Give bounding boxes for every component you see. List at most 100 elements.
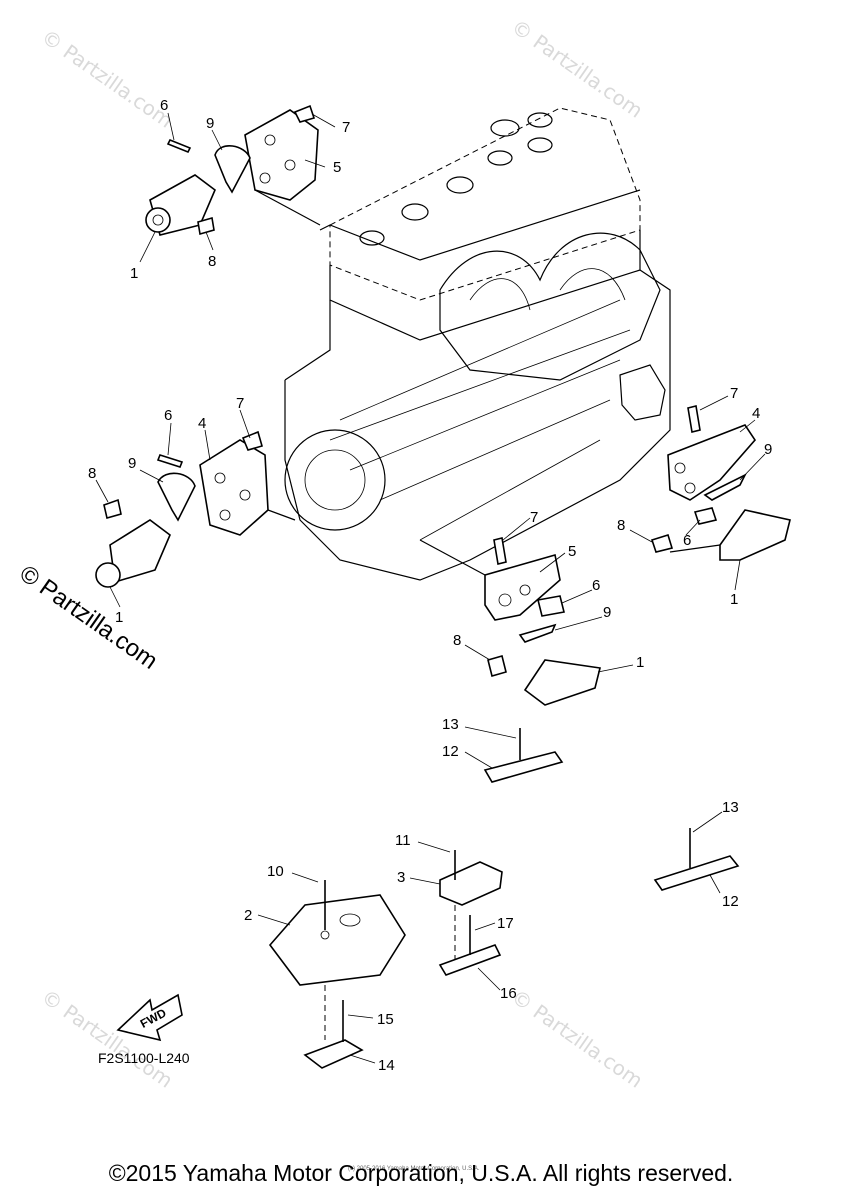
callout-2: 2 [244,907,252,924]
bracket-hole [284,159,296,171]
block-3 [439,861,503,906]
diagram-code: F2S1100-L240 [98,1050,190,1066]
bolt-8 [650,533,674,553]
callout-6: 6 [164,407,172,424]
watermark: © Partzilla.com [507,14,647,122]
bolt-8 [487,655,507,677]
cover-2 [268,894,406,986]
crankcase-detail [329,299,631,541]
exhaust-manifold [439,232,661,381]
callout-3: 3 [397,869,405,886]
watermark: © Partzilla.com [507,984,647,1092]
callout-13: 13 [442,716,459,733]
callout-7: 7 [342,119,350,136]
callout-15: 15 [377,1011,394,1028]
callout-13: 13 [722,799,739,816]
shim-9 [518,623,557,643]
lower-parts [268,850,503,1069]
flywheel-housing [284,429,386,531]
bracket-hole [239,489,251,501]
bolt-7 [241,430,263,451]
bracket-hole [674,462,686,474]
plate-12 [483,751,564,783]
mount-bushing-inner [152,214,164,226]
plate-14 [303,1039,364,1069]
callout-4: 4 [198,415,206,432]
callout-1: 1 [115,609,123,626]
bolt-6 [537,595,565,617]
engine-mount-boss [619,364,666,421]
bolt-7 [293,104,316,123]
bracket-hole [498,593,512,607]
plug-hole [487,150,513,166]
callout-16: 16 [500,985,517,1002]
crankcase [284,269,671,581]
bolt-7 [687,405,701,433]
callout-9: 9 [128,455,136,472]
shim-9 [703,473,747,501]
bolt-7 [493,537,507,565]
callout-9: 9 [603,604,611,621]
callout-6: 6 [592,577,600,594]
leader-to-engine [254,189,321,226]
callout-8: 8 [88,465,96,482]
shim-9 [214,145,251,194]
callout-8: 8 [208,253,216,270]
plate-12 [653,855,740,891]
callout-10: 10 [267,863,284,880]
watermark: © Partzilla.com [37,24,177,132]
bracket-hole [259,172,271,184]
fwd-arrow-icon: FWD [116,993,183,1042]
bolt-6 [156,454,184,468]
plate-assembly-right [653,828,740,891]
callout-6: 6 [160,97,168,114]
bracket-hole [264,134,276,146]
flywheel-inner [304,449,366,511]
bracket-4 [199,439,269,536]
plug-hole [527,137,553,153]
callout-7: 7 [236,395,244,412]
callout-14: 14 [378,1057,395,1074]
bolt-8 [103,498,122,520]
callout-1: 1 [730,591,738,608]
callout-12: 12 [722,893,739,910]
callout-4: 4 [752,405,760,422]
plug-hole [401,203,429,221]
bolt-8 [197,216,215,236]
callout-leaders [95,112,766,1064]
rubber-mount-1 [719,509,791,561]
cylinder-head-cover [329,107,641,301]
plate-assembly-upper [483,728,564,783]
right-mount-assembly [650,405,791,561]
callout-9: 9 [764,441,772,458]
bracket-hole [214,472,226,484]
engine-block [284,107,671,581]
cover-hole [320,930,330,940]
callout-17: 17 [497,915,514,932]
plate-16 [438,944,502,976]
bolt-6 [166,138,192,154]
cylinder-head [319,189,641,341]
callout-numbers: 6 7 9 5 1 8 6 4 7 9 8 1 7 4 9 8 6 1 7 5 … [88,97,772,1074]
callout-11: 11 [395,832,411,849]
plug-hole [359,230,385,246]
callout-7: 7 [730,385,738,402]
manifold-detail [469,268,626,311]
rear-left-mount-assembly [95,430,296,588]
copyright-footer: ©2015 Yamaha Motor Corporation, U.S.A. A… [108,1160,734,1186]
bracket-hole [519,584,531,596]
bracket-hole [219,509,231,521]
callout-5: 5 [333,159,341,176]
callout-12: 12 [442,743,459,760]
small-copyright: (c) 2005-2016 Yamaha Motor Corporation, … [348,1166,480,1172]
plug-hole [527,112,553,128]
bolt-6 [693,507,718,525]
mount-bushing [145,207,171,233]
leader-to-engine [419,539,486,576]
callout-8: 8 [453,632,461,649]
callout-9: 9 [206,115,214,132]
shim-9 [157,472,196,522]
callout-8: 8 [617,517,625,534]
callout-5: 5 [568,543,576,560]
